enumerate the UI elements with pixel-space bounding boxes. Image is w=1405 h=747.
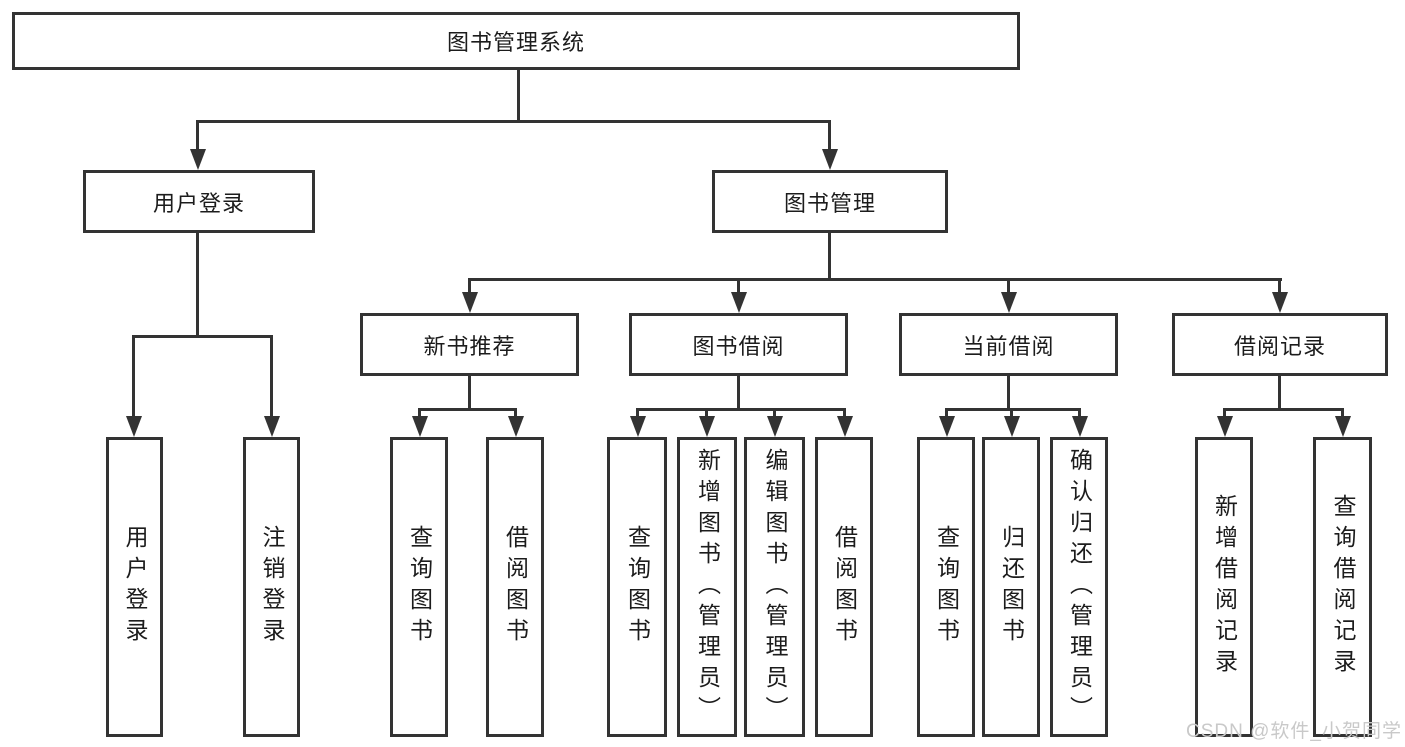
leaf-query-borrow-record: 查询借阅记录	[1313, 437, 1372, 737]
node-label: 查询图书	[406, 525, 433, 649]
connector-borrowing-stem	[737, 376, 740, 408]
connector-user-login-stem	[196, 233, 199, 335]
arrow-to-user-login	[196, 120, 199, 149]
node-new-book-recommend: 新书推荐	[360, 313, 579, 376]
node-label: 新增图书（管理员）	[694, 447, 721, 727]
connector-borrowing-branch	[636, 408, 845, 411]
node-borrowing-records: 借阅记录	[1172, 313, 1388, 376]
node-label: 新书推荐	[423, 333, 516, 359]
arrow-to-query-books-2	[636, 408, 639, 416]
node-label: 查询图书	[933, 525, 960, 649]
connector-current-stem	[1007, 376, 1010, 408]
node-label: 注销登录	[259, 525, 285, 649]
arrow-to-borrow-books-1	[514, 408, 517, 416]
leaf-edit-books-admin: 编辑图书（管理员）	[744, 437, 805, 737]
node-label: 借阅图书	[502, 525, 529, 649]
connector-records-stem	[1278, 376, 1281, 408]
leaf-borrow-books-borrowing: 借阅图书	[815, 437, 873, 737]
node-label: 查询图书	[624, 525, 651, 649]
node-label: 图书管理系统	[446, 30, 585, 55]
leaf-add-books-admin: 新增图书（管理员）	[677, 437, 737, 737]
connector-book-management-branch	[468, 278, 1282, 281]
node-label: 借阅记录	[1233, 333, 1326, 359]
arrow-to-current-borrowing	[1007, 278, 1010, 292]
leaf-query-books-current: 查询图书	[917, 437, 975, 737]
leaf-user-login: 用户登录	[106, 437, 163, 737]
node-book-management: 图书管理	[712, 170, 948, 233]
arrow-to-return-books	[1010, 408, 1013, 416]
node-library-management-system: 图书管理系统	[12, 12, 1020, 70]
arrow-to-borrowing-records	[1278, 278, 1281, 292]
node-label: 用户登录	[122, 525, 148, 649]
node-label: 归还图书	[998, 525, 1025, 649]
arrow-to-leaf-user-login	[132, 335, 135, 416]
arrow-to-add-books	[705, 408, 708, 416]
leaf-logout: 注销登录	[243, 437, 300, 737]
arrow-to-add-borrow-record	[1223, 408, 1226, 416]
arrow-to-new-book-recommend	[468, 278, 471, 292]
node-label: 新增借阅记录	[1211, 494, 1238, 680]
leaf-query-books-borrowing: 查询图书	[607, 437, 667, 737]
node-user-login: 用户登录	[83, 170, 315, 233]
arrow-to-leaf-logout	[270, 335, 273, 416]
node-book-borrowing: 图书借阅	[629, 313, 848, 376]
node-label: 编辑图书（管理员）	[762, 447, 788, 727]
arrow-to-borrow-books-2	[843, 408, 846, 416]
connector-user-login-branch	[132, 335, 273, 338]
node-label: 图书借阅	[692, 333, 785, 359]
arrow-to-edit-books	[773, 408, 776, 416]
arrow-to-confirm-return	[1078, 408, 1081, 416]
leaf-return-books: 归还图书	[982, 437, 1040, 737]
arrow-to-book-management	[828, 120, 831, 149]
node-label: 图书管理	[783, 190, 876, 216]
node-label: 当前借阅	[962, 333, 1055, 359]
connector-new-book-branch	[418, 408, 517, 411]
arrow-to-book-borrowing	[737, 278, 740, 292]
connector-book-management-stem	[828, 233, 831, 278]
connector-root-trunk	[517, 70, 520, 120]
arrow-to-query-borrow-record	[1341, 408, 1344, 416]
node-current-borrowing: 当前借阅	[899, 313, 1118, 376]
leaf-add-borrow-record: 新增借阅记录	[1195, 437, 1253, 737]
node-label: 确认归还（管理员）	[1066, 447, 1093, 727]
leaf-borrow-books-recommend: 借阅图书	[486, 437, 544, 737]
leaf-confirm-return-admin: 确认归还（管理员）	[1050, 437, 1108, 737]
csdn-watermark: CSDN @软件_小贺同学	[1186, 721, 1402, 742]
connector-root-branch	[196, 120, 831, 123]
arrow-to-query-books-1	[418, 408, 421, 416]
leaf-query-books-recommend: 查询图书	[390, 437, 448, 737]
node-label: 查询借阅记录	[1330, 494, 1356, 680]
arrow-to-query-books-3	[945, 408, 948, 416]
connector-new-book-stem	[468, 376, 471, 408]
connector-records-branch	[1223, 408, 1344, 411]
node-label: 用户登录	[152, 190, 245, 216]
node-label: 借阅图书	[831, 525, 858, 649]
